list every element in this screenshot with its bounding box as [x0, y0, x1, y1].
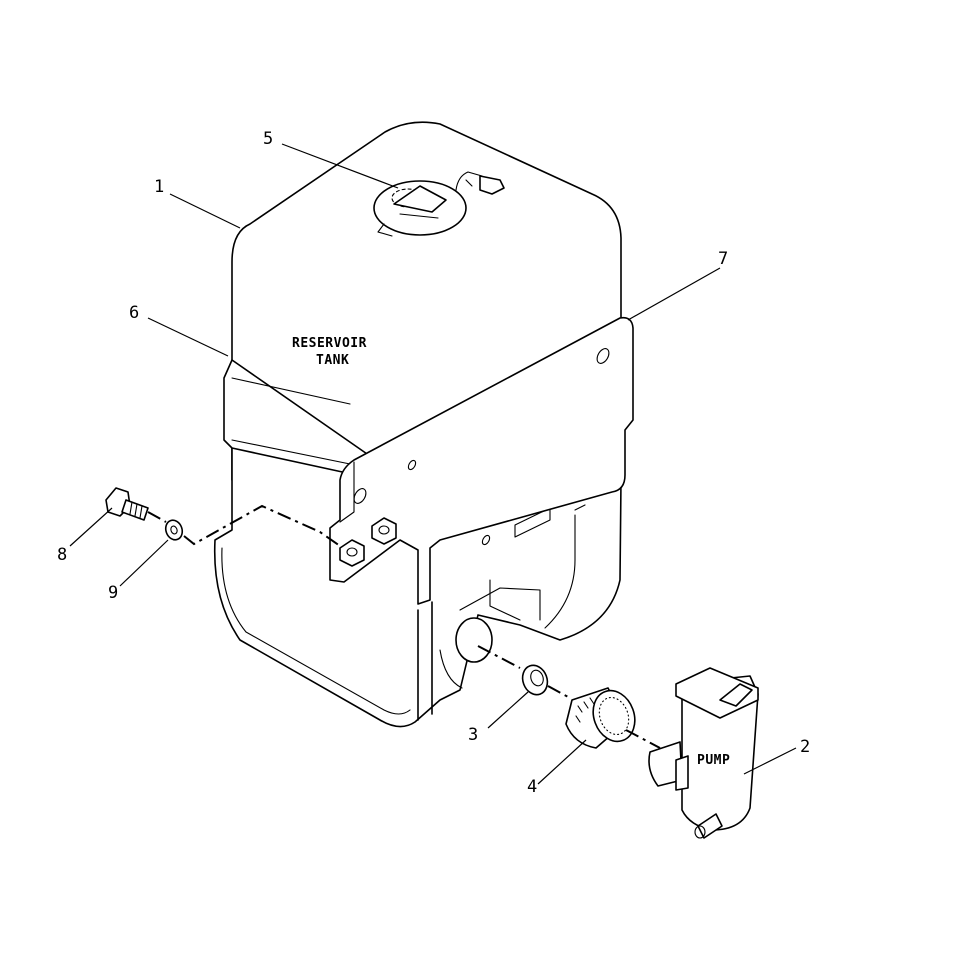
- inlet-filter: [565, 687, 636, 749]
- filler-cap: [373, 171, 505, 237]
- leader-8: [69, 507, 113, 547]
- bracket-nut: [371, 517, 397, 545]
- assembly-path-pump: [477, 645, 661, 749]
- assembly-path-bolt: [147, 504, 341, 547]
- leader-5: [281, 143, 399, 189]
- leader-1: [169, 193, 241, 229]
- leader-4: [537, 739, 587, 785]
- callout-6: 6: [129, 303, 139, 323]
- hex-bolt: [105, 487, 149, 521]
- leader-9: [119, 539, 169, 587]
- callout-5: 5: [263, 129, 273, 149]
- leader-2: [743, 747, 797, 775]
- leader-6: [147, 317, 229, 357]
- leader-3: [487, 691, 529, 729]
- washer-pump: [648, 667, 759, 839]
- pump-label: PUMP: [697, 753, 730, 768]
- mounting-bracket: [329, 316, 634, 605]
- callout-7: 7: [718, 249, 728, 269]
- callout-2: 2: [800, 737, 810, 757]
- callout-1: 1: [154, 177, 164, 197]
- bracket-nut: [339, 539, 365, 567]
- callout-9: 9: [108, 583, 118, 603]
- grommet: [521, 664, 549, 696]
- leader-7: [627, 267, 721, 321]
- reservoir-label-line2: TANK: [316, 353, 349, 368]
- callout-3: 3: [468, 725, 478, 745]
- callout-4: 4: [527, 777, 537, 797]
- tank-strap: [223, 359, 371, 479]
- callout-8: 8: [57, 545, 67, 565]
- washer: [164, 519, 184, 541]
- reservoir-label-line1: RESERVOIR: [292, 336, 367, 351]
